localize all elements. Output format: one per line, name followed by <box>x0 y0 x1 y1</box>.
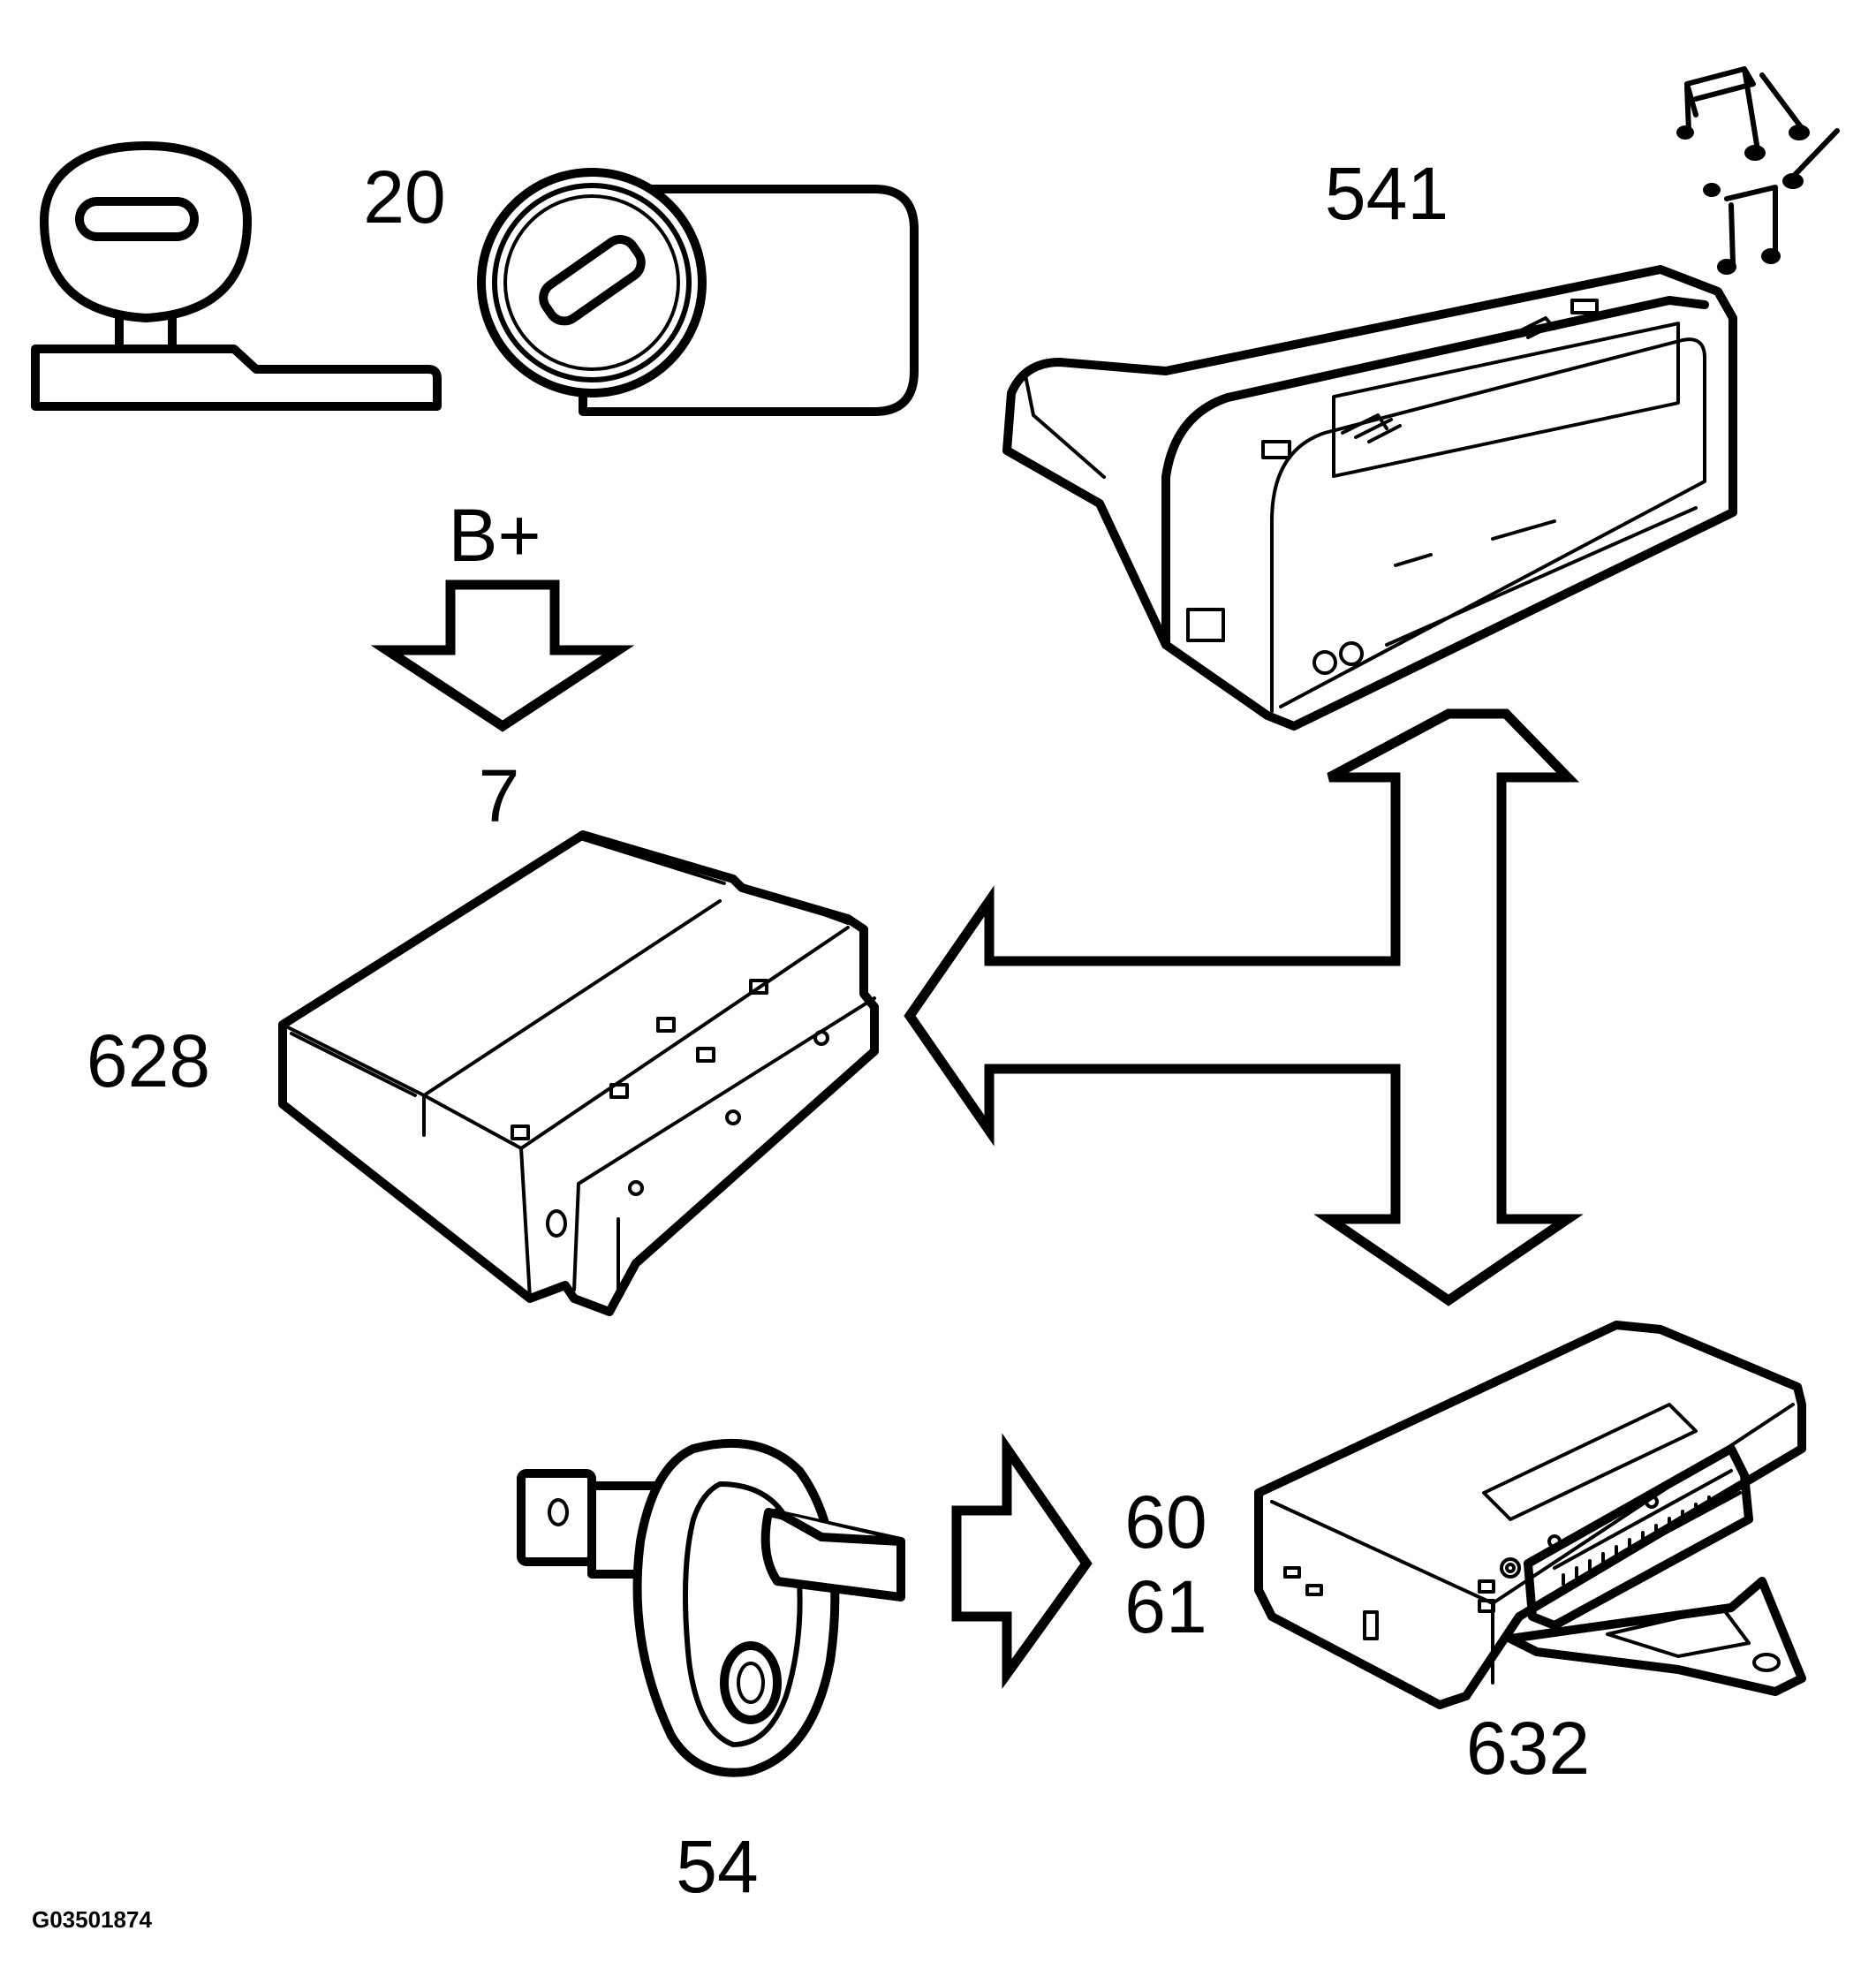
down-arrow-icon <box>370 579 635 732</box>
label-632: 632 <box>1466 1707 1590 1790</box>
control-module-icon <box>278 830 879 1316</box>
radio-unit-icon <box>1002 265 1737 731</box>
key-icon <box>31 141 442 411</box>
music-notes-icon <box>1676 66 1840 275</box>
bidirectional-arrow-icon <box>904 708 1584 1306</box>
label-54: 54 <box>676 1825 758 1908</box>
label-61: 61 <box>1124 1565 1207 1648</box>
label-60: 60 <box>1124 1480 1207 1564</box>
door-switch-icon <box>517 1438 905 1777</box>
right-arrow-icon <box>951 1433 1093 1690</box>
label-20: 20 <box>363 155 445 239</box>
label-628: 628 <box>87 1019 210 1102</box>
module-with-bracket-icon <box>1254 1321 1806 1709</box>
label-541: 541 <box>1325 152 1449 235</box>
label-7: 7 <box>479 754 520 837</box>
label-b-plus: B+ <box>448 494 541 577</box>
ignition-switch-icon <box>477 168 919 416</box>
figure-id: G03501874 <box>32 1906 152 1933</box>
